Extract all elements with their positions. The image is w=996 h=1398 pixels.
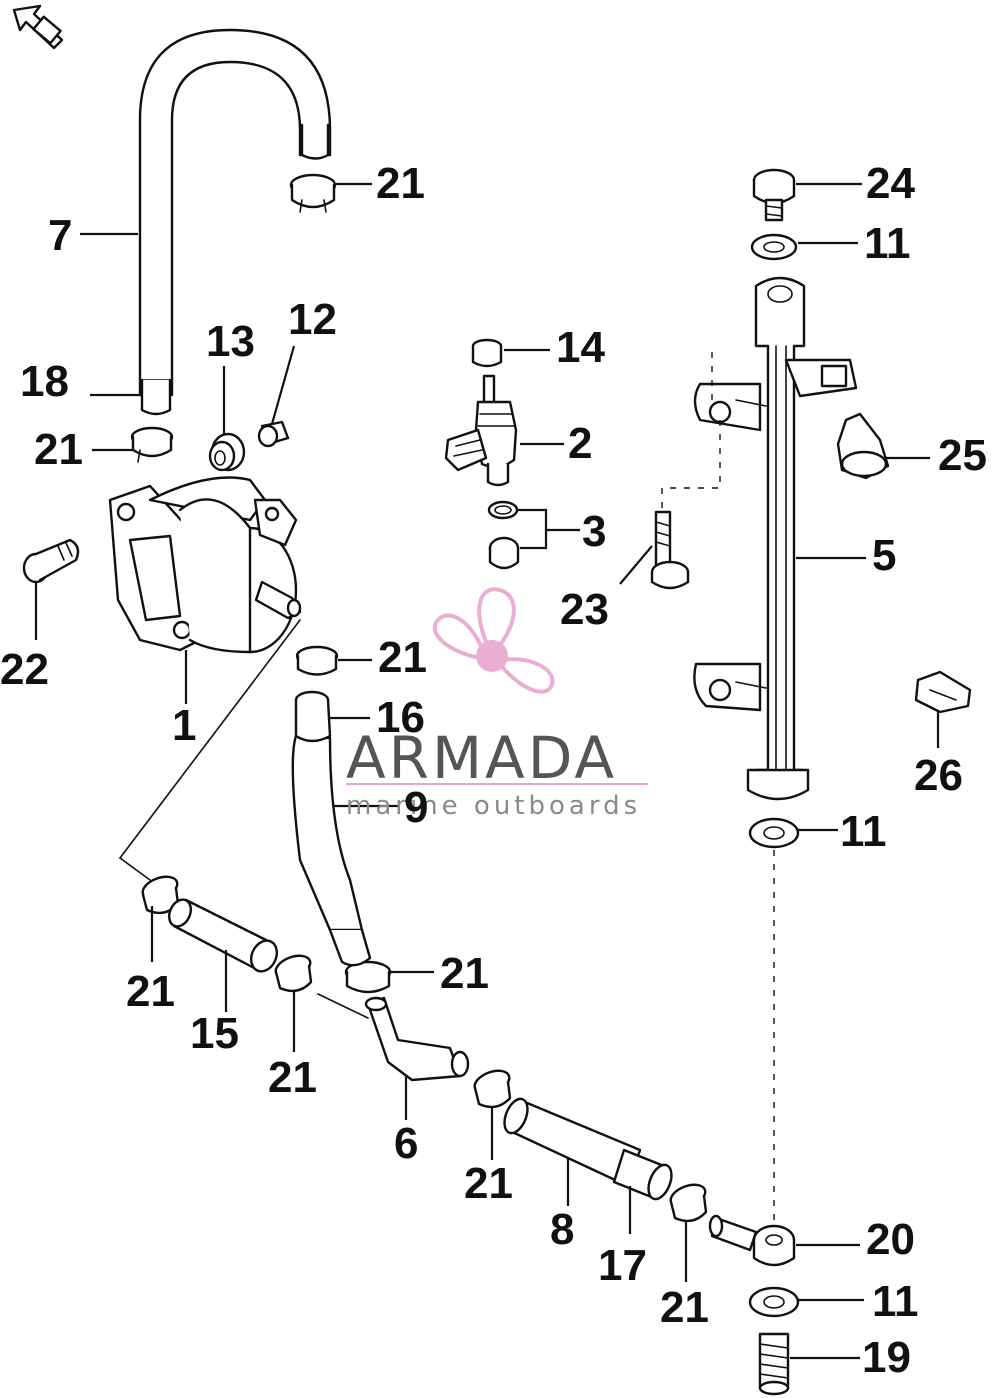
screw-12 — [257, 420, 290, 448]
cap-14 — [471, 338, 503, 368]
label-14: 14 — [556, 323, 605, 372]
hose-9 — [291, 734, 372, 967]
clip-26 — [914, 670, 972, 714]
label-21: 21 — [440, 949, 489, 998]
fitting-20 — [708, 1214, 796, 1267]
label-19: 19 — [862, 1333, 911, 1382]
label-25: 25 — [938, 431, 987, 480]
o-ring-3 — [487, 500, 520, 570]
hose-clip-icon — [130, 426, 174, 463]
bolt-23 — [650, 510, 690, 590]
label-7: 7 — [48, 211, 72, 260]
washer-11 — [748, 817, 800, 849]
label-15: 15 — [190, 1009, 239, 1058]
hose-clip-icon — [274, 954, 313, 993]
elbow-fitting-6 — [364, 996, 470, 1082]
grommet-13 — [208, 432, 246, 472]
brand-watermark: ARMADA marine outboards — [346, 587, 648, 821]
hose-15 — [167, 898, 279, 973]
label-22: 22 — [0, 645, 49, 694]
label-9: 9 — [404, 783, 428, 832]
bolt-22 — [22, 538, 80, 584]
clamp-25 — [836, 412, 890, 480]
label-21: 21 — [376, 159, 425, 208]
watermark-tagline: marine outboards — [346, 791, 641, 821]
label-23: 23 — [560, 585, 609, 634]
hose-clip-icon — [344, 960, 392, 994]
propeller-logo-icon — [432, 587, 555, 694]
label-21: 21 — [378, 633, 427, 682]
hose-clip-icon — [473, 1069, 512, 1109]
label-21: 21 — [464, 1159, 513, 1208]
label-24: 24 — [866, 159, 915, 208]
fuel-rail-5 — [693, 276, 858, 801]
label-11: 11 — [864, 219, 911, 268]
fuel-pump-1 — [108, 476, 302, 654]
label-16: 16 — [376, 693, 425, 742]
watermark-brand: ARMADA — [346, 724, 617, 792]
washer-11 — [748, 1286, 800, 1318]
forward-arrow-icon — [12, 4, 64, 50]
injector-2 — [444, 374, 518, 487]
cap-24 — [752, 168, 796, 222]
bolt-19 — [758, 1332, 790, 1396]
label-21: 21 — [268, 1053, 317, 1102]
part-number-labels: 21 7 18 21 13 12 1 22 21 16 9 14 2 3 23 … — [0, 159, 987, 1382]
label-12: 12 — [288, 295, 337, 344]
label-17: 17 — [598, 1241, 647, 1290]
label-21: 21 — [660, 1283, 709, 1332]
label-8: 8 — [550, 1205, 574, 1254]
label-11: 11 — [872, 1277, 919, 1326]
label-21: 21 — [126, 967, 175, 1016]
label-18: 18 — [20, 357, 69, 406]
label-6: 6 — [394, 1119, 418, 1168]
label-26: 26 — [914, 751, 963, 800]
hose-clip-icon — [289, 173, 337, 213]
assembly-guide-lines — [118, 352, 775, 1220]
label-20: 20 — [866, 1215, 915, 1264]
label-3: 3 — [582, 507, 606, 556]
leader-lines — [34, 182, 940, 1360]
label-1: 1 — [172, 701, 196, 750]
hose-16 — [294, 690, 332, 743]
label-5: 5 — [872, 531, 896, 580]
fuel-hose-7 — [138, 28, 332, 416]
label-21: 21 — [34, 425, 83, 474]
label-13: 13 — [206, 317, 255, 366]
hose-clip-icon — [669, 1183, 708, 1223]
hose-clip-icon — [295, 645, 339, 676]
label-2: 2 — [568, 419, 592, 468]
label-11: 11 — [840, 807, 887, 856]
washer-11 — [750, 233, 798, 261]
sleeve-17 — [612, 1148, 673, 1201]
